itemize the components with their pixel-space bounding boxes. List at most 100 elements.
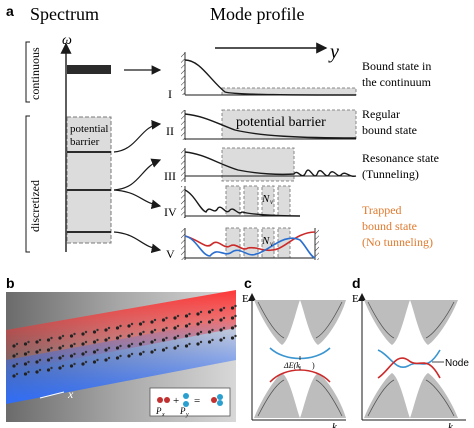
lattice-atom	[130, 332, 134, 336]
numeral-IV: IV	[164, 205, 177, 219]
arrow-to-II	[113, 120, 162, 153]
lattice-atom	[211, 308, 214, 312]
svg-text:v: v	[270, 240, 274, 248]
lattice-atom	[207, 310, 212, 314]
lattice-atom	[234, 304, 237, 308]
lattice-atom	[115, 346, 120, 350]
numeral-III: III	[164, 169, 176, 183]
lattice-atom	[211, 338, 214, 342]
lattice-atom	[184, 344, 189, 348]
lattice-atom	[127, 354, 131, 358]
lattice-atom	[222, 336, 226, 340]
continuous-label: continuous	[28, 47, 42, 100]
desc-V-line2: bound state	[362, 219, 417, 233]
atom-lattice	[12, 304, 237, 378]
desc-III-line2: (Tunneling)	[362, 167, 419, 181]
lattice-atom	[184, 334, 189, 338]
lattice-atom	[188, 322, 191, 326]
legend-px-sub: x	[161, 412, 165, 418]
desc-III-line1: Resonance state	[362, 151, 439, 165]
lattice-atom	[130, 352, 134, 356]
lattice-atom	[199, 330, 203, 334]
lattice-atom	[96, 328, 99, 332]
lattice-atom	[61, 364, 65, 368]
lattice-atom	[176, 334, 180, 338]
lattice-atom	[81, 332, 85, 336]
lattice-atom	[142, 340, 145, 344]
lattice-atom	[219, 338, 223, 342]
numeral-I: I	[168, 87, 172, 101]
lattice-atom	[104, 338, 108, 342]
spectrum-barrier-line2: barrier	[70, 136, 100, 148]
d-axis-k-sub: y	[453, 426, 458, 428]
lattice-atom	[23, 372, 28, 376]
lattice-atom	[219, 318, 223, 322]
discretized-label: discretized	[28, 180, 42, 232]
lattice-atom	[92, 330, 97, 334]
lattice-atom	[50, 336, 53, 340]
lattice-atom	[138, 352, 143, 356]
lattice-atom	[81, 342, 85, 346]
lattice-atom	[46, 338, 51, 342]
axis-x-label: x	[67, 387, 74, 401]
lattice-atom	[15, 362, 19, 366]
lattice-atom	[107, 346, 111, 350]
lattice-atom	[23, 342, 28, 346]
lattice-atom	[107, 356, 111, 360]
lattice-atom	[107, 326, 111, 330]
lattice-atom	[35, 360, 39, 364]
lattice-atom	[12, 374, 16, 378]
desc-I-line2: the continuum	[362, 75, 432, 89]
d-axis-e: E	[352, 293, 359, 305]
lattice-atom	[119, 334, 122, 338]
lattice-atom	[58, 346, 62, 350]
mode-V-blue-curve	[184, 235, 316, 259]
lattice-atom	[38, 358, 42, 362]
legend-px: P	[155, 406, 162, 416]
lattice-atom	[234, 324, 237, 328]
px-orbital-icon	[157, 397, 163, 403]
lattice-atom	[230, 316, 235, 320]
lattice-atom	[127, 324, 131, 328]
c-axis-e: E	[242, 293, 249, 305]
lattice-atom	[69, 334, 74, 338]
desc-I-line1: Bound state in	[362, 59, 431, 73]
lattice-atom	[188, 312, 191, 316]
lattice-atom	[58, 356, 62, 360]
d-blue-band	[377, 349, 441, 369]
wall-I	[181, 52, 185, 95]
legend-py-sub: y	[185, 412, 189, 418]
lattice-atom	[115, 336, 120, 340]
c-axis-k-sub: y	[337, 426, 342, 428]
lattice-atom	[15, 352, 19, 356]
d-red-band	[377, 357, 441, 379]
lattice-atom	[96, 338, 99, 342]
lattice-atom	[12, 354, 16, 358]
mode-I-curve	[184, 59, 357, 96]
n-label-IV: N	[261, 193, 270, 205]
lattice-atom	[119, 344, 122, 348]
mode-V-red-curve	[184, 231, 316, 252]
lattice-atom	[211, 328, 214, 332]
lattice-atom	[161, 338, 166, 342]
lattice-atom	[153, 318, 157, 322]
lattice-atom	[196, 332, 200, 336]
lattice-atom	[92, 350, 97, 354]
lattice-atom	[61, 354, 65, 358]
lattice-atom	[15, 342, 19, 346]
arrow-to-IV	[113, 189, 162, 210]
panel-c-label: c	[244, 275, 252, 291]
lattice-atom	[199, 310, 203, 314]
lattice-atom	[12, 364, 16, 368]
lattice-atom	[104, 358, 108, 362]
lattice-atom	[207, 320, 212, 324]
lattice-atom	[35, 350, 39, 354]
numeral-II: II	[166, 124, 174, 138]
lattice-atom	[73, 332, 76, 336]
lattice-atom	[73, 352, 76, 356]
lattice-atom	[230, 306, 235, 310]
lattice-atom	[23, 352, 28, 356]
y-axis-label: y	[328, 41, 339, 63]
mode-IV-curve	[184, 189, 301, 217]
lattice-atom	[173, 316, 177, 320]
